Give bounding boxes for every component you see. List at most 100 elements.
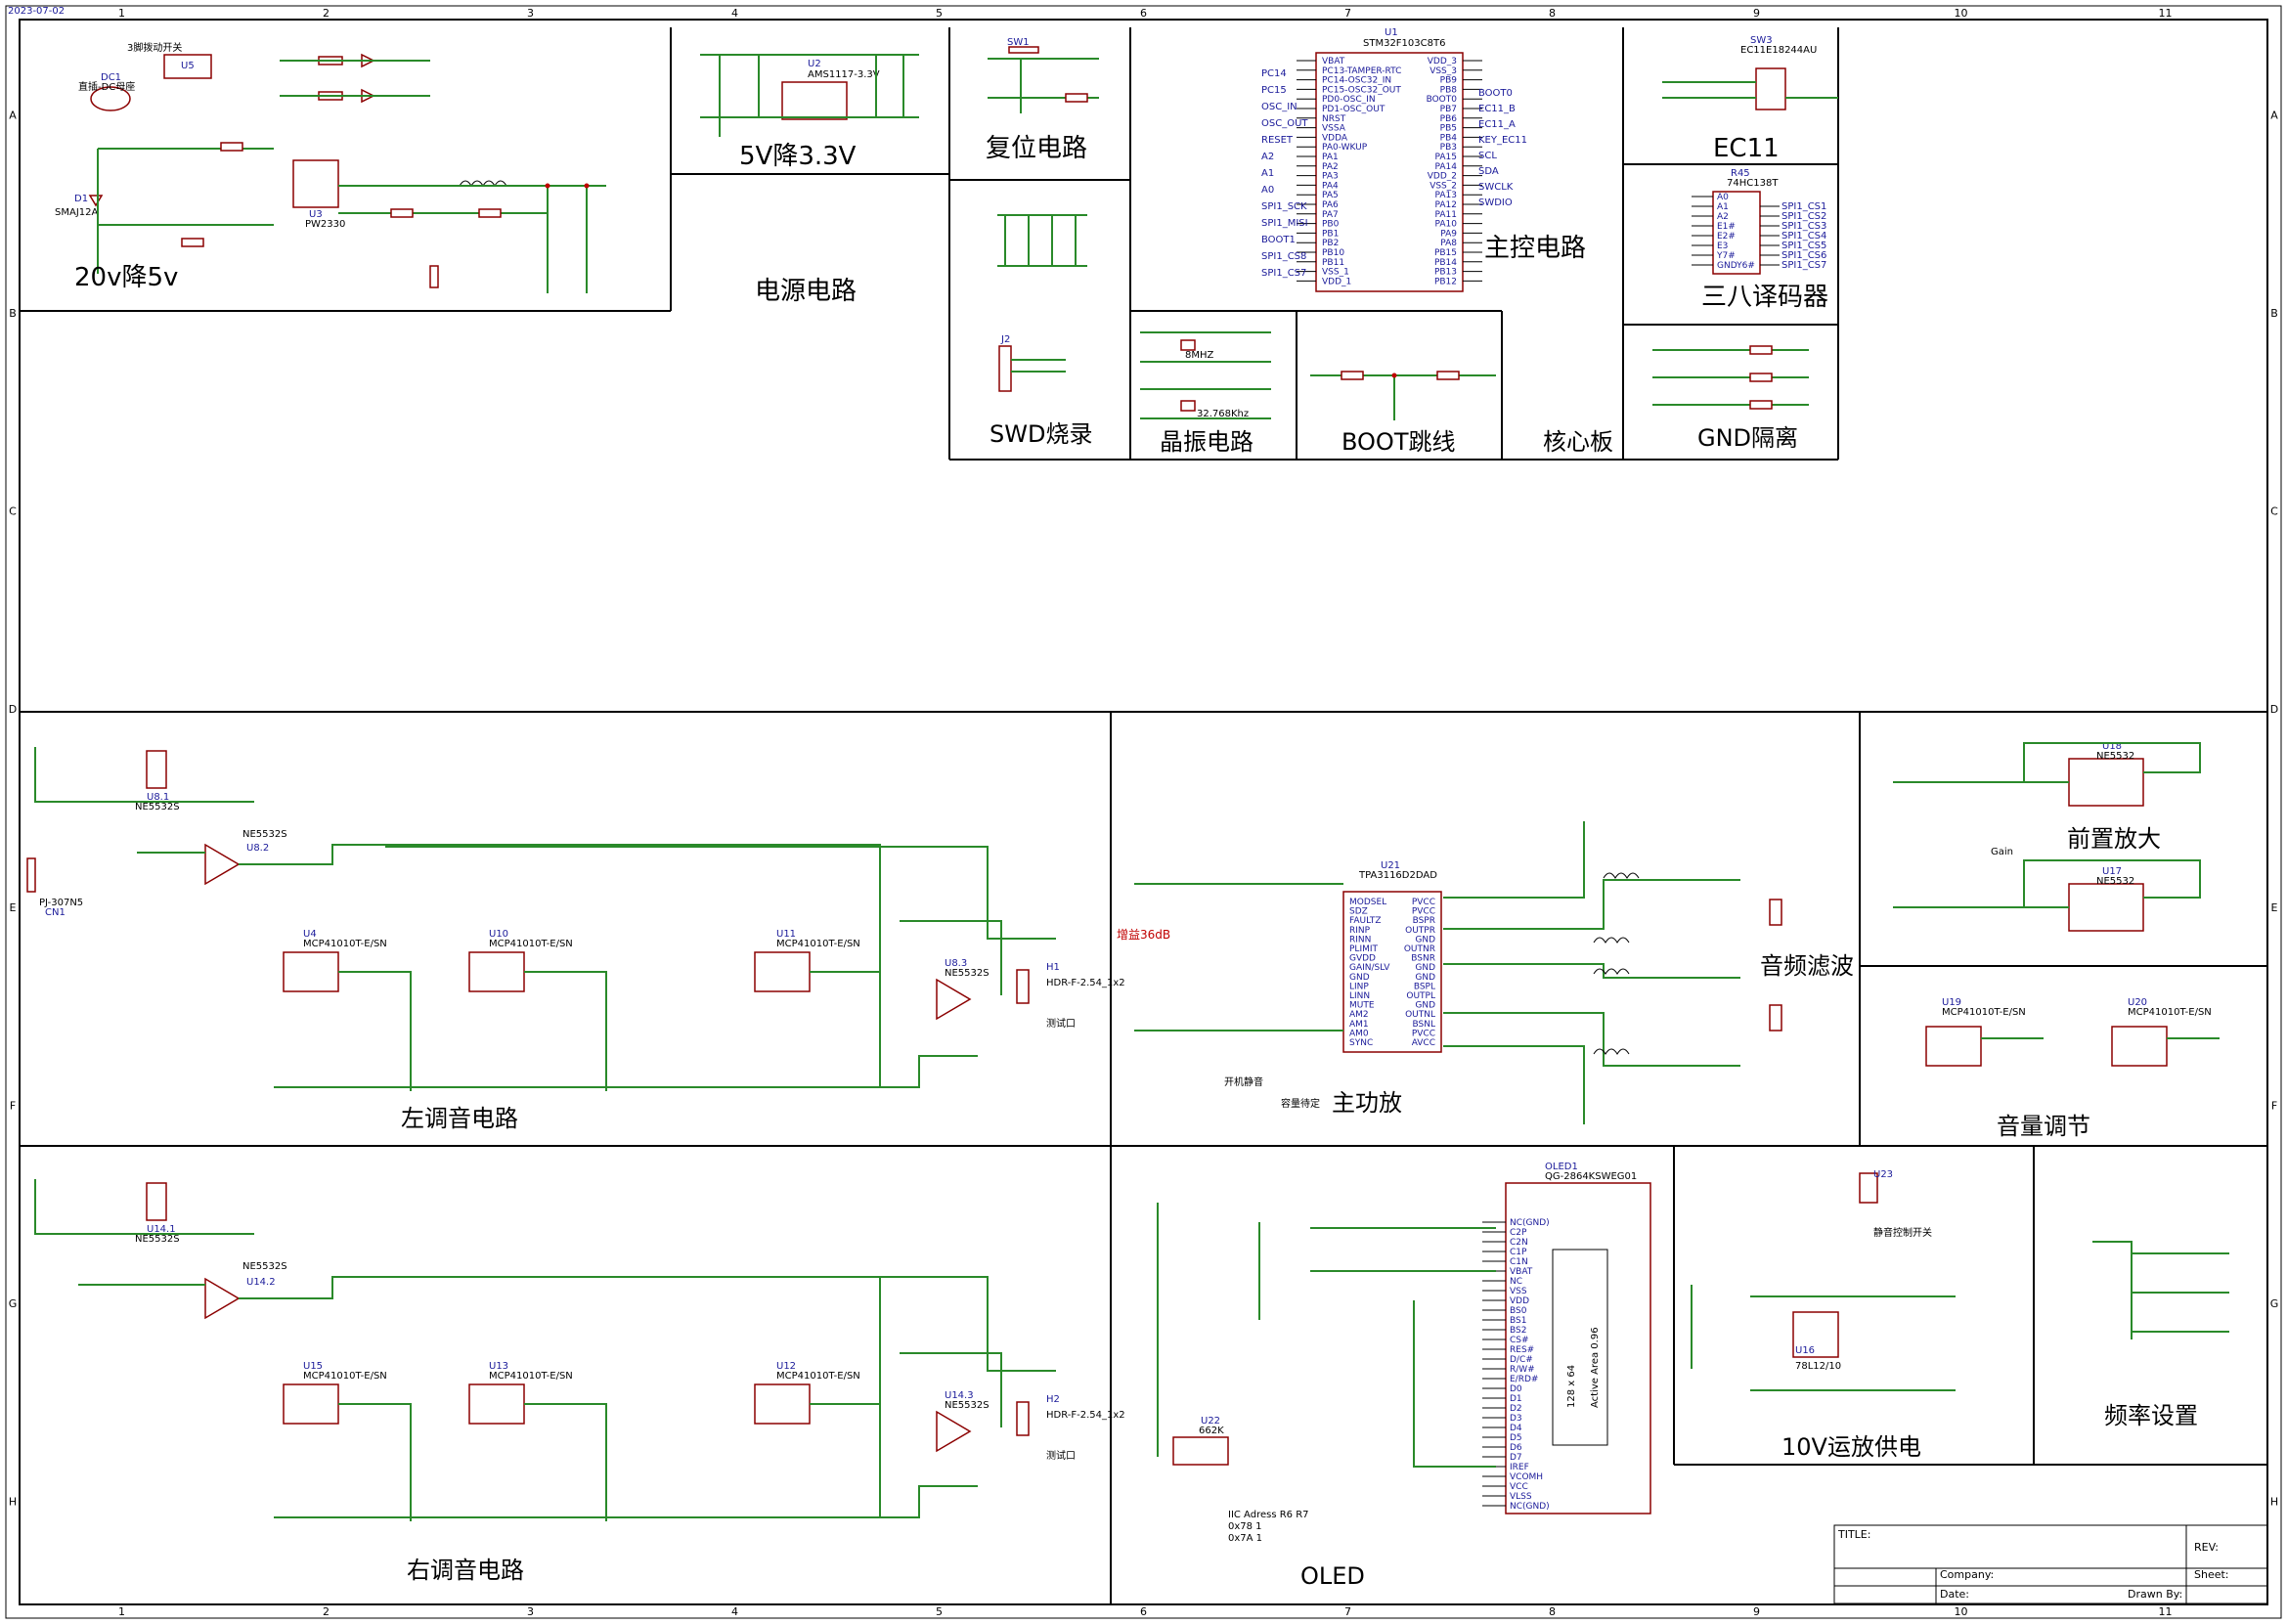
cn1-jack bbox=[26, 857, 36, 893]
title-mcu: 主控电路 bbox=[1484, 234, 1586, 263]
u11-pot bbox=[754, 951, 811, 992]
mcu-pin-label: PA15 bbox=[1435, 153, 1457, 162]
sw3-ref: SW3 bbox=[1750, 35, 1773, 46]
mcu-pin-label: PA7 bbox=[1322, 210, 1339, 220]
tpa-right-pins: PVCCPVCCBSPROUTPRGNDOUTNRBSNRGNDGNDBSPLO… bbox=[1404, 898, 1435, 1048]
mcu-pin-label: PA9 bbox=[1440, 229, 1457, 239]
iic-row2: 0x7A 1 bbox=[1228, 1533, 1262, 1544]
title-preamp: 前置放大 bbox=[2067, 825, 2161, 853]
column-label: 6 bbox=[1140, 1605, 1147, 1618]
row-label: E bbox=[2271, 901, 2278, 914]
u16-regulator bbox=[1792, 1311, 1839, 1358]
u6-0r bbox=[1749, 345, 1773, 355]
mcu-net-label: A1 bbox=[1261, 168, 1274, 179]
oled-pin-label: C2P bbox=[1510, 1228, 1527, 1238]
block-main-amp: U21 TPA3116D2DAD MODSELSDZFAULTZRINPRINN… bbox=[1117, 821, 1854, 1124]
u3-ic bbox=[292, 159, 339, 208]
mcu-pin-label: VDD_1 bbox=[1322, 277, 1351, 286]
dc1-ref: DC1 bbox=[101, 72, 121, 83]
tpa-pin-label: BSPR bbox=[1413, 916, 1435, 926]
column-label: 1 bbox=[118, 1605, 125, 1618]
column-label: 10 bbox=[1955, 7, 1968, 20]
row-label: D bbox=[9, 703, 17, 716]
u12-part: MCP41010T-E/SN bbox=[776, 1371, 860, 1382]
u21-amp bbox=[1342, 891, 1442, 1053]
oled-pin-label: CS# bbox=[1510, 1336, 1529, 1345]
h2-header bbox=[1016, 1401, 1030, 1436]
u8-1-part: NE5532S bbox=[135, 802, 180, 812]
column-label: 10 bbox=[1955, 1605, 1968, 1618]
u15-part: MCP41010T-E/SN bbox=[303, 1371, 387, 1382]
title-step-down: 20v降5v bbox=[74, 263, 178, 292]
oled-pin-label: C1P bbox=[1510, 1248, 1527, 1257]
tpa-pin-label: GAIN/SLV bbox=[1349, 963, 1390, 973]
title-right-tone: 右调音电路 bbox=[407, 1557, 524, 1584]
mcu-pin-label: PB8 bbox=[1440, 85, 1458, 95]
tpa-pin-label: GND bbox=[1415, 963, 1435, 973]
block-right-tone: U15 MCP41010T-E/SN U13 MCP41010T-E/SN U1… bbox=[34, 1179, 1125, 1584]
mcu-pin-label: PA10 bbox=[1435, 220, 1458, 230]
mcu-net-label: OSC_OUT bbox=[1261, 118, 1308, 129]
mcu-left-pins: VBATPC13-TAMPER-RTCPC14-OSC32_INPC15-OSC… bbox=[1297, 57, 1401, 286]
tpa-pin-label: OUTNL bbox=[1405, 1010, 1435, 1020]
row-label: F bbox=[2271, 1099, 2277, 1112]
title-opamp-supply: 10V运放供电 bbox=[1781, 1433, 1921, 1461]
u23-note: 静音控制开关 bbox=[1873, 1226, 1932, 1239]
mcu-net-label: SWCLK bbox=[1478, 182, 1514, 193]
u13-pot bbox=[468, 1383, 525, 1425]
h1-header bbox=[1016, 969, 1030, 1004]
mcu-pin-label: PC13-TAMPER-RTC bbox=[1322, 66, 1401, 76]
column-label: 7 bbox=[1344, 1605, 1351, 1618]
u1-ref: U1 bbox=[1385, 27, 1398, 38]
row-label: G bbox=[2270, 1297, 2279, 1310]
mcu-right-pins: VDD_3VSS_3PB9PB8BOOT0PB7PB6PB5PB4PB3PA15… bbox=[1427, 57, 1482, 286]
r45-part: 74HC138T bbox=[1727, 178, 1779, 189]
column-label: 9 bbox=[1753, 1605, 1760, 1618]
rout1-jack bbox=[1769, 1004, 1782, 1031]
mcu-pin-label: VDDA bbox=[1322, 133, 1348, 143]
mcu-pin-label: PB12 bbox=[1434, 277, 1457, 286]
decoder-output-label: SPI1_CS1 bbox=[1781, 201, 1826, 212]
oled-pin-label: BS1 bbox=[1510, 1316, 1526, 1326]
mcu-pin-label: PA13 bbox=[1435, 191, 1457, 200]
title-swd: SWD烧录 bbox=[990, 420, 1092, 448]
mcu-net-label: RESET bbox=[1261, 135, 1294, 146]
tpa-pin-label: GVDD bbox=[1349, 954, 1376, 964]
h1-part: HDR-F-2.54_1x2 bbox=[1046, 978, 1125, 988]
mcu-pin-label: BOOT0 bbox=[1427, 95, 1458, 105]
u20-ref: U20 bbox=[2128, 997, 2147, 1008]
mcu-net-label: SPI1_CS7 bbox=[1261, 268, 1306, 279]
oled-pin-label: D/C# bbox=[1510, 1355, 1533, 1365]
mcu-pin-label: VBAT bbox=[1322, 57, 1345, 66]
u18-part: NE5532 bbox=[2096, 751, 2134, 762]
oled-pin-label: VCC bbox=[1510, 1482, 1528, 1492]
tpa-pin-label: RINN bbox=[1349, 935, 1371, 944]
decoder-output-label: SPI1_CS5 bbox=[1781, 241, 1826, 251]
sw1-button bbox=[1008, 46, 1039, 54]
u17-opamp bbox=[2068, 883, 2144, 932]
mcu-pin-label: VDD_2 bbox=[1428, 172, 1457, 182]
column-label: 11 bbox=[2159, 1605, 2173, 1618]
dc-jack-icon bbox=[90, 86, 131, 111]
oled-pin-label: VDD bbox=[1510, 1296, 1529, 1306]
tpa-pin-label: PVCC bbox=[1412, 907, 1435, 917]
row-label: D bbox=[2270, 703, 2278, 716]
mcu-pin-label: PA0-WKUP bbox=[1322, 143, 1368, 153]
tb-drawn-by: Drawn By: bbox=[2128, 1588, 2182, 1601]
mcu-pin-label: PB4 bbox=[1440, 133, 1458, 143]
h2-ref: H2 bbox=[1046, 1394, 1060, 1405]
h1-note: 测试口 bbox=[1046, 1017, 1076, 1030]
tpa-pin-label: FAULTZ bbox=[1349, 916, 1382, 926]
u21-ref: U21 bbox=[1381, 860, 1400, 871]
x1-part: 8MHZ bbox=[1185, 350, 1214, 361]
tpa-pin-label: AM1 bbox=[1349, 1020, 1369, 1030]
u5-ref: U5 bbox=[181, 61, 195, 71]
oled-pin-label: VLSS bbox=[1510, 1492, 1532, 1502]
column-label: 9 bbox=[1753, 7, 1760, 20]
mcu-pin-label: PB14 bbox=[1434, 258, 1457, 268]
mcu-pin-label: VSS_3 bbox=[1429, 66, 1457, 76]
u14-2-ref: U14.2 bbox=[246, 1277, 276, 1288]
tpa-pin-label: AM0 bbox=[1349, 1029, 1369, 1038]
mcu-net-label: SCL bbox=[1478, 151, 1497, 161]
u11-part: MCP41010T-E/SN bbox=[776, 939, 860, 949]
